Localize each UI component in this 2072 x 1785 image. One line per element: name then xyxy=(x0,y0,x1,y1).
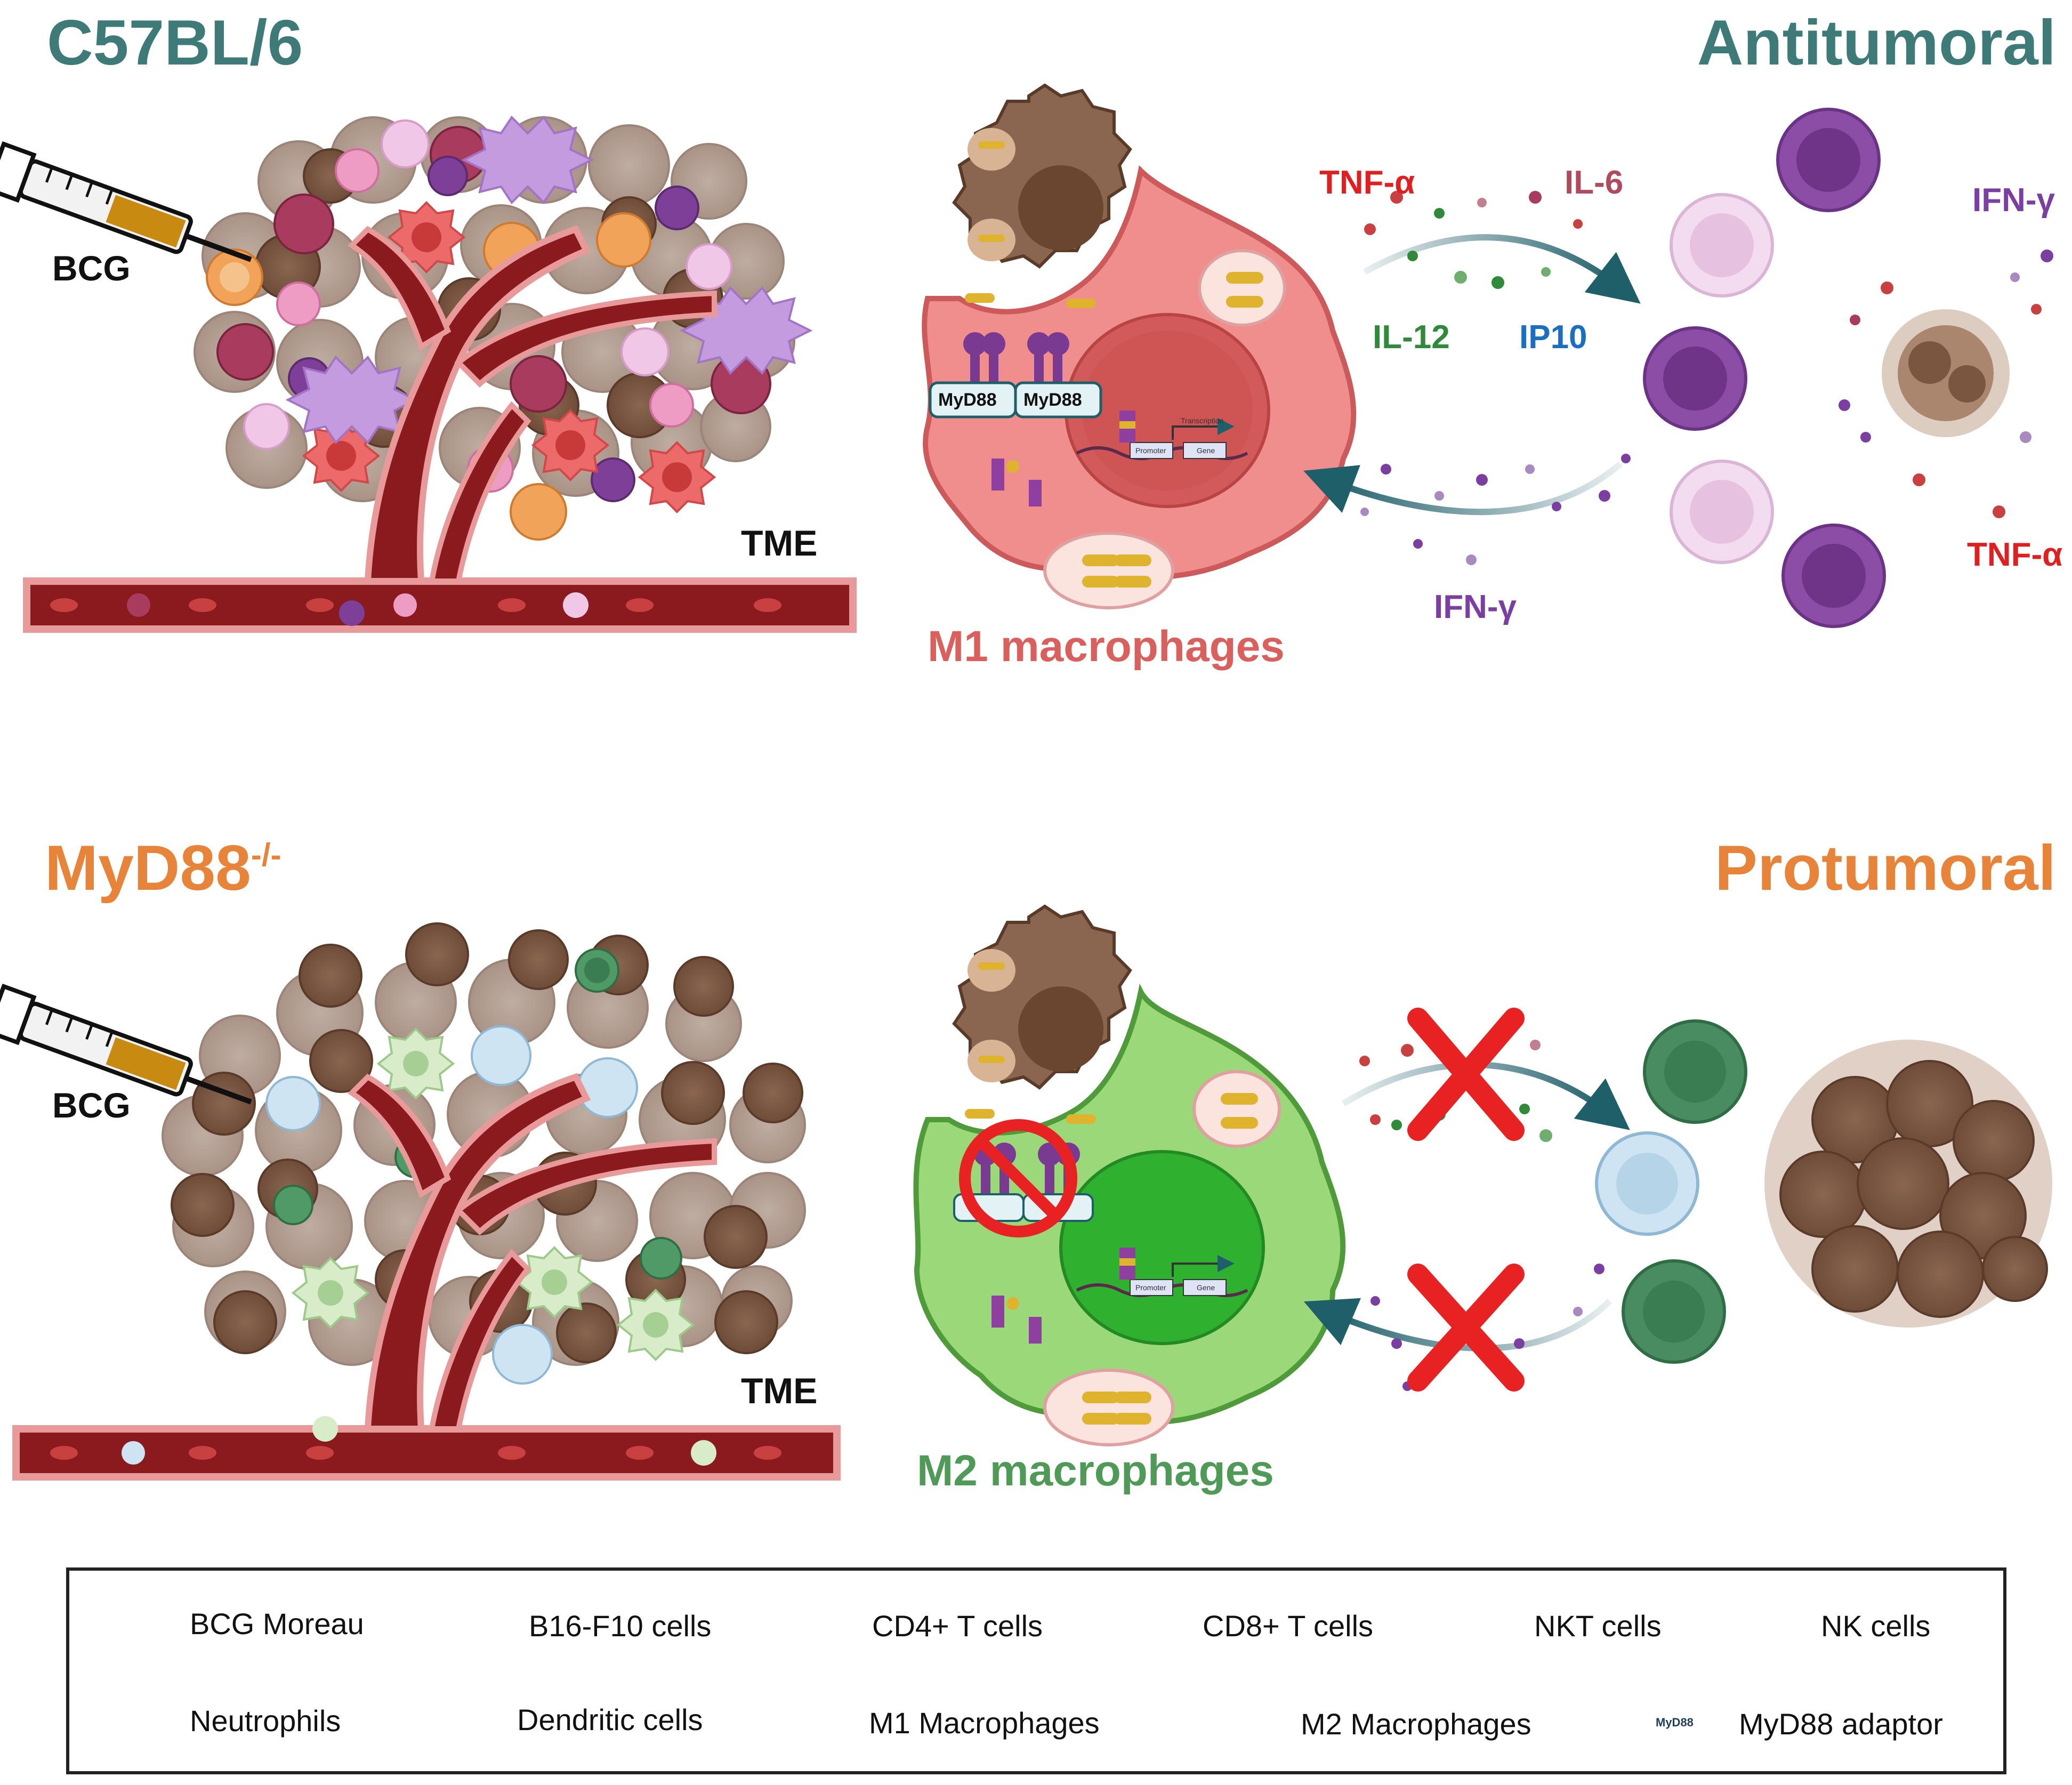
cytokine-ifn-gamma-lower: IFN-γ xyxy=(1434,589,1517,625)
legend-label-myd88: MyD88 adaptor xyxy=(1739,1707,1943,1741)
myd88-adaptor-label-1: MyD88 xyxy=(938,390,997,410)
legend-label-nk: NK cells xyxy=(1821,1609,1931,1643)
growing-tumor-mass xyxy=(1764,1040,2052,1328)
bcg-label-top: BCG xyxy=(52,248,131,288)
outcome-label-bottom: Protumoral xyxy=(1714,832,2056,904)
blood-vessel-bottom xyxy=(12,1073,841,1481)
cytokine-il12: IL-12 xyxy=(1373,319,1450,356)
legend-label-bcg-moreau: BCG Moreau xyxy=(190,1607,364,1641)
strain-label-bottom-superscript: -/- xyxy=(251,837,281,873)
inhibition-icon xyxy=(959,1119,1077,1237)
legend-label-dendritic: Dendritic cells xyxy=(517,1703,703,1736)
legend-label-m2: M2 Macrophages xyxy=(1301,1707,1531,1741)
cross-icon xyxy=(1407,1008,1525,1141)
legend-box xyxy=(66,1567,2006,1774)
strain-label-top: C57BL/6 xyxy=(47,7,303,78)
legend-label-cd8: CD8+ T cells xyxy=(1203,1609,1374,1643)
dying-tumor-cell-top xyxy=(1839,250,2053,518)
cytokine-tnf-alpha-upper: TNF-α xyxy=(1319,164,1415,201)
m2-macrophage-cell xyxy=(913,983,1346,1446)
bcg-label-bottom: BCG xyxy=(52,1086,131,1125)
engulfed-tumor-cell-bottom xyxy=(952,904,1132,1090)
strain-label-bottom-base: MyD88 xyxy=(45,832,251,904)
syringe-icon xyxy=(0,141,252,262)
blood-vessel-top xyxy=(23,225,857,633)
blocked-signaling-arrows-bottom xyxy=(1303,1008,1630,1392)
engulfed-tumor-cell-top xyxy=(952,83,1132,269)
t-cells-top xyxy=(1643,108,1886,628)
cytokine-dots-top xyxy=(1360,191,1631,565)
legend-label-neutrophils: Neutrophils xyxy=(190,1704,341,1738)
strain-label-bottom: MyD88-/- xyxy=(45,836,281,900)
cytokine-ifn-gamma-right: IFN-γ xyxy=(1972,182,2055,219)
legend-label-cd4: CD4+ T cells xyxy=(872,1609,1043,1643)
cytokine-ip10: IP10 xyxy=(1519,319,1587,356)
m2-macrophage-label: M2 macrophages xyxy=(917,1446,1274,1495)
myd88-adaptor-label-2: MyD88 xyxy=(1023,390,1082,410)
syringe-icon xyxy=(0,983,252,1105)
m1-macrophage-label: M1 macrophages xyxy=(928,622,1285,671)
tumor-microenvironment-bottom xyxy=(12,922,841,1481)
tme-label-bottom: TME xyxy=(741,1371,818,1411)
cytokine-secretion-arrows-top xyxy=(1303,191,1641,565)
outcome-label-top: Antitumoral xyxy=(1697,7,2056,78)
cytokine-tnf-alpha-right: TNF-α xyxy=(1967,536,2063,573)
legend-label-nkt: NKT cells xyxy=(1534,1609,1662,1643)
gene-label-bottom: Gene xyxy=(1197,1283,1215,1292)
legend-label-b16-f10: B16-F10 cells xyxy=(529,1609,712,1643)
cytokine-il6: IL-6 xyxy=(1565,164,1624,201)
immune-cells-top xyxy=(206,115,813,541)
t-cells-bottom xyxy=(1595,1019,1747,1364)
legend-label-m1: M1 Macrophages xyxy=(869,1706,1100,1740)
promoter-label-bottom: Promoter xyxy=(1135,1283,1166,1292)
tme-label-top: TME xyxy=(741,523,818,564)
tumor-microenvironment-top xyxy=(23,115,857,633)
cross-icon xyxy=(1407,1264,1525,1392)
legend-myd88-icon-text: MyD88 xyxy=(1656,1716,1694,1729)
m1-macrophage-cell xyxy=(922,165,1357,609)
promoter-label-top: Promoter xyxy=(1135,446,1166,455)
gene-label-top: Gene xyxy=(1197,446,1215,455)
transcription-label-top: Transcription xyxy=(1181,416,1224,425)
